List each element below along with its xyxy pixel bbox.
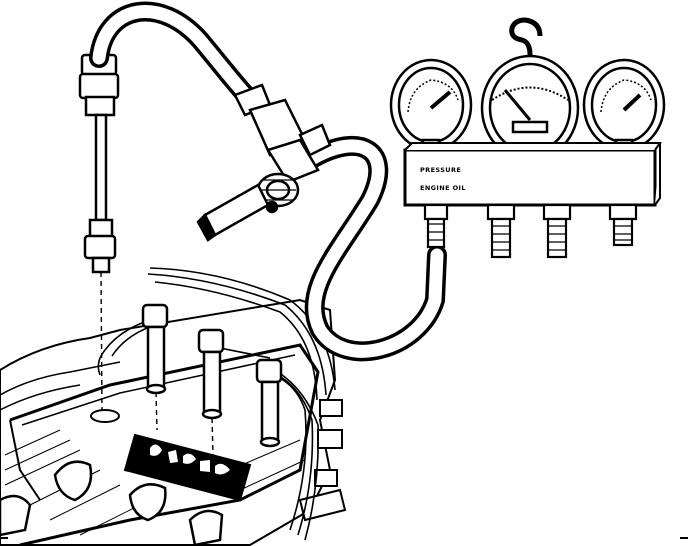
spark-plug-boots [141,303,283,448]
engine-assembly [0,298,347,546]
manifold-label-engine-oil: ENGINE OIL [420,184,466,192]
ignition-wires [97,267,336,541]
hanging-hook-icon [509,17,543,78]
pressure-gauge-icon [582,58,666,154]
compression-adapter [78,53,120,274]
pressure-gauge-icon [389,58,473,154]
vacuum-gauge-icon [480,54,580,162]
gauge-manifold: PRESSURE ENGINE OIL [389,17,666,259]
hose-icon [89,1,447,362]
manifold-block [403,148,657,207]
manifold-label-pressure: PRESSURE [420,166,461,174]
spark-plug-icon [141,303,169,395]
release-valve [196,83,332,242]
spark-plug-icon [255,358,283,448]
spark-plug-icon [197,328,225,420]
oil-filler-opening [90,409,120,423]
engine-knobs [0,460,224,546]
manifold-fittings [423,203,638,259]
engine-right-hardware [298,399,347,522]
alignment-lines [100,271,214,456]
